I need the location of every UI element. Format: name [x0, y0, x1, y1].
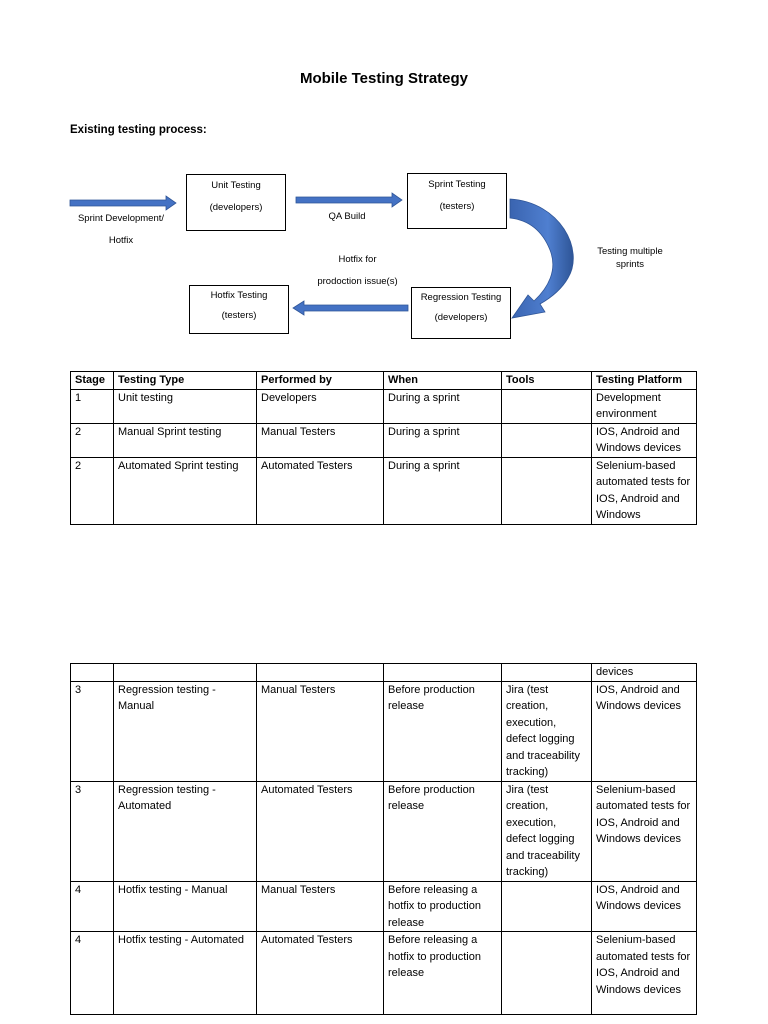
qa-build-label: QA Build — [328, 211, 366, 222]
cell-performed-by — [256, 663, 384, 682]
cell-performed-by: Automated Testers — [256, 780, 384, 882]
arrow-to-hotfix-testing — [292, 300, 409, 316]
cell-stage: 3 — [70, 780, 114, 882]
regression-testing-label: Regression Testing — [420, 292, 502, 303]
cell-testing-type — [113, 663, 257, 682]
cell-platform: Selenium-based automated tests for IOS, … — [591, 780, 697, 882]
cell-when: Before releasing a hotfix to production … — [383, 880, 502, 932]
cell-when: Before production release — [383, 780, 502, 882]
header-testing-platform: Testing Platform — [591, 371, 697, 390]
header-testing-type: Testing Type — [113, 371, 257, 390]
cell-when: Before production release — [383, 680, 502, 782]
cell-platform: IOS, Android and Windows devices — [591, 422, 697, 458]
cell-platform: IOS, Android and Windows devices — [591, 680, 697, 782]
header-tools: Tools — [501, 371, 592, 390]
table-row: 2 Manual Sprint testing Manual Testers D… — [70, 422, 697, 458]
header-stage: Stage — [70, 371, 114, 390]
cell-platform: Selenium-based automated tests for IOS, … — [591, 931, 697, 1015]
section-heading: Existing testing process: — [70, 124, 207, 136]
cell-tools — [501, 931, 592, 1015]
hotfix-testing-box: Hotfix Testing (testers) — [189, 285, 289, 334]
hotfix-for-line2: prodoction issue(s) — [317, 276, 398, 287]
sprint-development-label: Sprint Development/ Hotfix — [66, 208, 176, 252]
header-when: When — [383, 371, 502, 390]
hotfix-for-line1: Hotfix for — [338, 254, 377, 265]
cell-stage: 1 — [70, 388, 114, 424]
cell-stage: 4 — [70, 880, 114, 932]
cell-tools — [501, 880, 592, 932]
cell-stage: 2 — [70, 456, 114, 525]
regression-testing-box: Regression Testing (developers) — [411, 287, 511, 339]
cell-when: During a sprint — [383, 422, 502, 458]
sprint-testing-role: (testers) — [439, 201, 475, 212]
cell-when: During a sprint — [383, 456, 502, 525]
hotfix-testing-label: Hotfix Testing — [210, 290, 268, 301]
cell-when: Before releasing a hotfix to production … — [383, 931, 502, 1015]
cell-tools — [501, 456, 592, 525]
cell-performed-by: Manual Testers — [256, 680, 384, 782]
table-row: devices — [70, 663, 697, 682]
cell-testing-type: Regression testing - Manual — [113, 680, 257, 782]
cell-platform: IOS, Android and Windows devices — [591, 880, 697, 932]
hotfix-for-label: Hotfix for prodoction issue(s) — [300, 249, 415, 293]
cell-testing-type: Regression testing - Automated — [113, 780, 257, 882]
multiple-sprints-line1: Testing multiple — [597, 246, 663, 257]
sprint-development-line2: Hotfix — [108, 235, 134, 246]
cell-stage: 3 — [70, 680, 114, 782]
multiple-sprints-line2: sprints — [616, 259, 644, 270]
cell-testing-type: Automated Sprint testing — [113, 456, 257, 525]
testing-stages-table: Stage Testing Type Performed by When Too… — [70, 371, 697, 525]
unit-testing-box: Unit Testing (developers) — [186, 174, 286, 231]
process-diagram — [69, 192, 574, 319]
sprint-development-line1: Sprint Development/ — [77, 213, 165, 224]
cell-testing-type: Manual Sprint testing — [113, 422, 257, 458]
sprint-testing-label: Sprint Testing — [428, 179, 486, 190]
cell-platform: devices — [591, 663, 697, 682]
table-row: 4 Hotfix testing - Automated Automated T… — [70, 931, 697, 1015]
cell-when: During a sprint — [383, 388, 502, 424]
regression-testing-role: (developers) — [434, 312, 488, 323]
cell-stage: 4 — [70, 931, 114, 1015]
multiple-sprints-label: Testing multiple sprints — [584, 240, 676, 271]
cell-testing-type: Unit testing — [113, 388, 257, 424]
arrow-to-sprint-testing — [295, 192, 403, 208]
table-row: 2 Automated Sprint testing Automated Tes… — [70, 456, 697, 525]
table-row: 3 Regression testing - Manual Manual Tes… — [70, 680, 697, 782]
cell-testing-type: Hotfix testing - Automated — [113, 931, 257, 1015]
arrow-to-unit-testing — [69, 195, 177, 211]
cell-tools: Jira (test creation, execution, defect l… — [501, 680, 592, 782]
cell-performed-by: Manual Testers — [256, 880, 384, 932]
cell-stage — [70, 663, 114, 682]
cell-testing-type: Hotfix testing - Manual — [113, 880, 257, 932]
curved-arrow-multiple-sprints — [509, 198, 574, 319]
cell-platform: Selenium-based automated tests for IOS, … — [591, 456, 697, 525]
cell-tools — [501, 422, 592, 458]
cell-performed-by: Manual Testers — [256, 422, 384, 458]
cell-stage: 2 — [70, 422, 114, 458]
cell-tools — [501, 388, 592, 424]
cell-tools — [501, 663, 592, 682]
header-performed-by: Performed by — [256, 371, 384, 390]
table-row: 4 Hotfix testing - Manual Manual Testers… — [70, 880, 697, 932]
page-title: Mobile Testing Strategy — [299, 70, 469, 87]
cell-performed-by: Automated Testers — [256, 931, 384, 1015]
table-row: 3 Regression testing - Automated Automat… — [70, 780, 697, 882]
cell-when — [383, 663, 502, 682]
unit-testing-label: Unit Testing — [211, 180, 261, 191]
sprint-testing-box: Sprint Testing (testers) — [407, 173, 507, 229]
cell-performed-by: Developers — [256, 388, 384, 424]
cell-performed-by: Automated Testers — [256, 456, 384, 525]
unit-testing-role: (developers) — [209, 202, 263, 213]
cell-tools: Jira (test creation, execution, defect l… — [501, 780, 592, 882]
cell-platform: Development environment — [591, 388, 697, 424]
table-row: 1 Unit testing Developers During a sprin… — [70, 388, 697, 424]
table-header-row: Stage Testing Type Performed by When Too… — [70, 371, 697, 390]
testing-stages-table-continued: devices 3 Regression testing - Manual Ma… — [70, 663, 697, 1015]
hotfix-testing-role: (testers) — [221, 310, 257, 321]
